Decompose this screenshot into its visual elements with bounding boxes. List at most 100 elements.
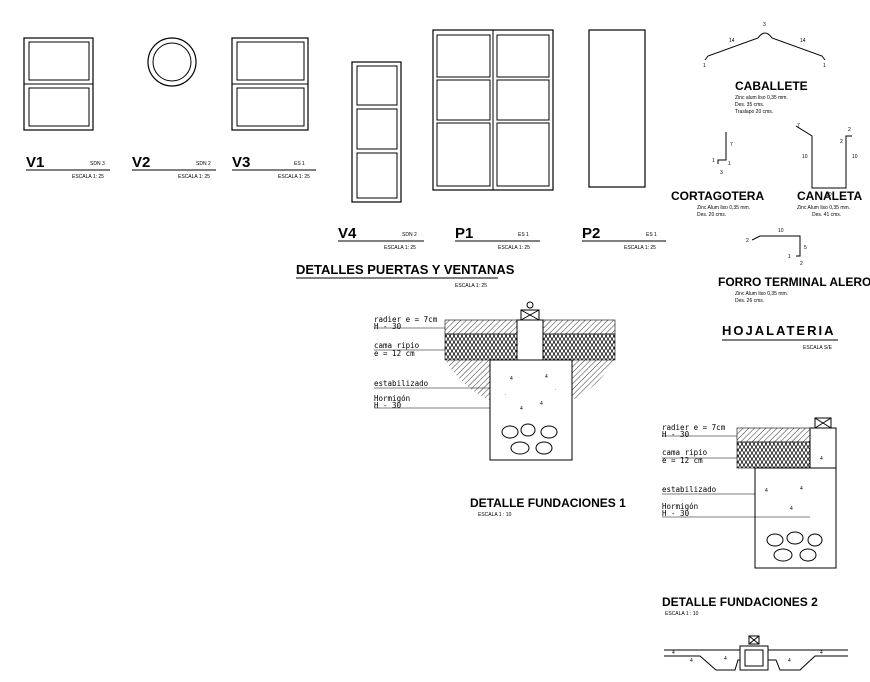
svg-text:ESCALA 1: 25: ESCALA 1: 25 — [498, 245, 530, 251]
svg-text:4: 4 — [788, 658, 791, 664]
svg-text:Traslapo 20 cms.: Traslapo 20 cms. — [735, 109, 773, 115]
svg-text:ESCALA S/E: ESCALA S/E — [803, 345, 833, 351]
svg-text:4: 4 — [765, 488, 768, 494]
svg-text:Des. 26 cms.: Des. 26 cms. — [735, 298, 764, 304]
svg-text:ESCALA 1 : 10: ESCALA 1 : 10 — [478, 512, 512, 518]
foundation-2-drawing: 4 4 4 4 — [662, 417, 837, 569]
door-p1-drawing — [432, 29, 554, 191]
svg-text:10: 10 — [826, 192, 832, 198]
svg-text:FORRO TERMINAL ALERO: FORRO TERMINAL ALERO — [718, 275, 870, 289]
door-p2-drawing — [588, 29, 646, 188]
svg-text:DETALLE FUNDACIONES 1: DETALLE FUNDACIONES 1 — [470, 496, 626, 510]
svg-text:Hormigón: Hormigón — [374, 394, 410, 403]
svg-text:radier e = 7cm: radier e = 7cm — [662, 423, 726, 432]
caballete-detail: 3 14 14 1 1 CABALLETE Zinc alum liso 0,3… — [703, 22, 826, 115]
svg-text:Zinc Alum liso 0,35 mm.: Zinc Alum liso 0,35 mm. — [735, 291, 788, 297]
canaleta-detail: 7 2 2 10 10 10 CANALETA Zinc Alum liso 0… — [795, 123, 862, 218]
svg-text:e = 12 cm: e = 12 cm — [662, 456, 703, 465]
svg-text:ESCALA 1: 25: ESCALA 1: 25 — [455, 283, 487, 289]
forro-detail: 2 10 5 1 2 FORRO TERMINAL ALERO Zinc Alu… — [718, 228, 870, 304]
svg-text:3: 3 — [763, 22, 766, 28]
svg-text:SDN 2: SDN 2 — [196, 161, 211, 167]
svg-text:2: 2 — [840, 139, 843, 145]
svg-text:3: 3 — [720, 170, 723, 176]
svg-text:4: 4 — [545, 374, 548, 380]
svg-text:H - 30: H - 30 — [662, 509, 690, 518]
svg-text:4: 4 — [540, 401, 543, 407]
svg-text:ESCALA 1: 25: ESCALA 1: 25 — [384, 245, 416, 251]
svg-text:estabilizado: estabilizado — [374, 379, 429, 388]
svg-text:ESCALA 1: 25: ESCALA 1: 25 — [178, 174, 210, 180]
svg-text:4: 4 — [510, 376, 513, 382]
svg-text:P2: P2 — [582, 225, 600, 242]
svg-text:ES 1: ES 1 — [294, 161, 305, 167]
svg-text:4: 4 — [690, 658, 693, 664]
svg-text:1: 1 — [788, 254, 791, 260]
svg-text:DETALLES PUERTAS Y VENTANAS: DETALLES PUERTAS Y VENTANAS — [296, 262, 515, 277]
label-v3: V3 ES 1 ESCALA 1: 25 — [232, 154, 316, 180]
svg-text:ES 1: ES 1 — [518, 232, 529, 238]
svg-text:4: 4 — [672, 650, 675, 656]
svg-text:H - 30: H - 30 — [374, 322, 402, 331]
svg-text:ES 1: ES 1 — [646, 232, 657, 238]
svg-text:1: 1 — [703, 63, 706, 69]
svg-text:4: 4 — [790, 506, 793, 512]
svg-text:V3: V3 — [232, 154, 250, 171]
svg-text:2: 2 — [800, 261, 803, 267]
svg-text:DETALLE FUNDACIONES 2: DETALLE FUNDACIONES 2 — [662, 595, 818, 609]
svg-text:7: 7 — [730, 142, 733, 148]
label-v4: V4 SDN 2 ESCALA 1: 25 — [338, 225, 424, 251]
svg-text:V4: V4 — [338, 225, 357, 242]
doors-windows-title: DETALLES PUERTAS Y VENTANAS ESCALA 1: 25 — [296, 262, 515, 289]
svg-text:1: 1 — [712, 158, 715, 164]
svg-text:radier e = 7cm: radier e = 7cm — [374, 315, 438, 324]
svg-text:5: 5 — [804, 245, 807, 251]
label-p1: P1 ES 1 ESCALA 1: 25 — [455, 225, 540, 251]
label-p2: P2 ES 1 ESCALA 1: 25 — [582, 225, 666, 251]
svg-text:e = 12 cm: e = 12 cm — [374, 349, 415, 358]
svg-text:V1: V1 — [26, 154, 44, 171]
svg-text:10: 10 — [802, 154, 808, 160]
svg-text:cama ripio: cama ripio — [662, 448, 708, 457]
svg-text:H - 30: H - 30 — [374, 401, 402, 410]
svg-text:10: 10 — [778, 228, 784, 234]
svg-text:ESCALA 1: 25: ESCALA 1: 25 — [624, 245, 656, 251]
svg-text:SDN 3: SDN 3 — [90, 161, 105, 167]
svg-text:14: 14 — [800, 38, 806, 44]
svg-text:estabilizado: estabilizado — [662, 485, 717, 494]
label-v2: V2 SDN 2 ESCALA 1: 25 — [132, 154, 216, 180]
svg-text:V2: V2 — [132, 154, 150, 171]
foundation-1-labels: radier e = 7cm H - 30 cama ripio e = 12 … — [374, 315, 626, 518]
svg-text:1: 1 — [823, 63, 826, 69]
svg-text:4: 4 — [800, 486, 803, 492]
svg-text:H - 30: H - 30 — [662, 430, 690, 439]
svg-text:Zinc alum liso 0,35 mm.: Zinc alum liso 0,35 mm. — [735, 95, 788, 101]
svg-text:4: 4 — [520, 406, 523, 412]
svg-text:CABALLETE: CABALLETE — [735, 79, 808, 93]
svg-text:.: . — [505, 391, 506, 397]
window-v3-drawing — [231, 37, 309, 131]
svg-text:4: 4 — [820, 456, 823, 462]
svg-text:Zinc Alum liso 0,35 mm.: Zinc Alum liso 0,35 mm. — [797, 205, 850, 211]
svg-text:Des. 41 cms.: Des. 41 cms. — [812, 212, 841, 218]
cortagotera-detail: 7 1 1 3 CORTAGOTERA Zinc Alum liso 0,35 … — [671, 132, 764, 218]
svg-text:Zinc Alum liso 0,35 mm.: Zinc Alum liso 0,35 mm. — [697, 205, 750, 211]
svg-text:HOJALATERIA: HOJALATERIA — [722, 323, 835, 338]
foundation-2-labels: radier e = 7cm H - 30 cama ripio e = 12 … — [662, 423, 818, 617]
svg-text:ESCALA 1: 25: ESCALA 1: 25 — [72, 174, 104, 180]
svg-text:10: 10 — [852, 154, 858, 160]
foundation-1-drawing: 4 4 4 4 .. — [374, 301, 616, 461]
window-v1-drawing — [23, 37, 94, 131]
svg-text:SDN 2: SDN 2 — [402, 232, 417, 238]
svg-text:ESCALA 1 : 10: ESCALA 1 : 10 — [665, 611, 699, 617]
svg-text:Des. 35 cms.: Des. 35 cms. — [735, 102, 764, 108]
svg-text:Hormigón: Hormigón — [662, 502, 698, 511]
window-v4-drawing — [351, 61, 402, 203]
hojalateria-title: HOJALATERIA ESCALA S/E — [722, 323, 838, 351]
window-v2-drawing — [147, 37, 197, 87]
svg-text:CORTAGOTERA: CORTAGOTERA — [671, 189, 764, 203]
svg-text:.: . — [555, 386, 556, 392]
svg-text:2: 2 — [848, 127, 851, 133]
